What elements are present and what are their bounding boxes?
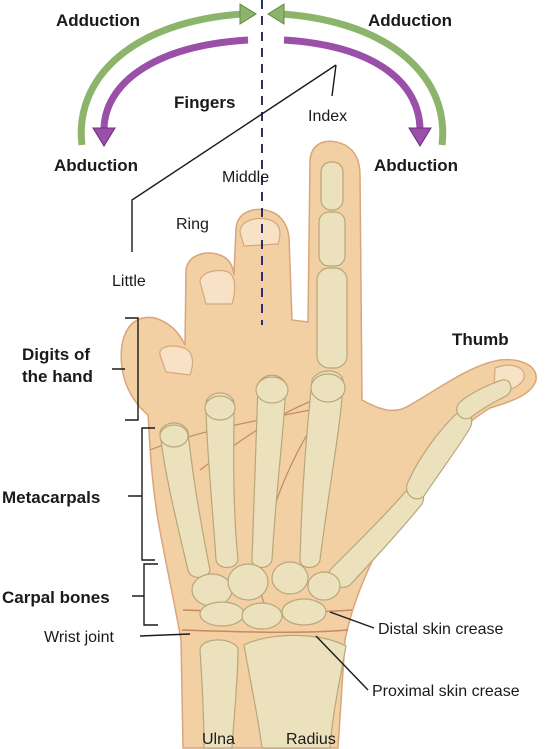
abduction-left-label: Abduction: [54, 156, 138, 175]
carpal-bones-label: Carpal bones: [2, 588, 110, 607]
wrist-joint-leader: [139, 633, 191, 637]
fingers-label: Fingers: [174, 93, 235, 112]
distal-crease-leader: [329, 611, 375, 629]
index-metacarpal: [299, 370, 344, 569]
carpal-bracket: [132, 563, 158, 626]
ring-metacarpal: [205, 392, 239, 569]
digits-label-line-2: the hand: [22, 367, 93, 386]
carpal-trapezium: [307, 571, 341, 601]
abduction-right-arrow: [283, 36, 424, 131]
middle-fingernail: [239, 217, 281, 247]
abduction-left-arrowhead: [92, 127, 116, 147]
carpal-scaphoid: [281, 598, 327, 626]
ring-knuckle: [204, 395, 236, 421]
carpal-triquetrum: [199, 601, 245, 627]
thumb-metacarpal: [328, 488, 425, 588]
index-distal-phalanx: [320, 161, 344, 211]
middle-knuckle: [255, 376, 289, 404]
ring-label: Ring: [176, 216, 209, 233]
ulna-label: Ulna: [202, 731, 235, 748]
little-label: Little: [112, 273, 146, 290]
carpal-hamate: [191, 573, 233, 607]
index-middle-phalanx: [318, 211, 346, 267]
adduction-right-label: Adduction: [368, 11, 452, 30]
fingers-leader: [131, 64, 337, 252]
wrist-joint-label: Wrist joint: [44, 629, 114, 646]
adduction-right-arrow: [281, 10, 447, 146]
middle-label: Middle: [222, 169, 269, 186]
metacarpals-bracket: [128, 427, 155, 561]
radius-bone: [243, 634, 347, 749]
leader-lines: [112, 64, 375, 691]
abduction-right-label: Abduction: [374, 156, 458, 175]
ring-fingernail: [199, 269, 236, 305]
bones: [159, 161, 512, 749]
thumb-proximal-phalanx: [406, 411, 473, 500]
adduction-left-label: Adduction: [56, 11, 140, 30]
carpal-capitate: [227, 563, 269, 601]
abduction-right-arrowhead: [408, 127, 432, 147]
thumb-distal-phalanx: [456, 379, 512, 420]
little-fingernail: [159, 345, 194, 376]
proximal-skin-crease-line: [181, 629, 349, 634]
ulna-bone: [199, 639, 239, 749]
carpal-lunate: [241, 602, 283, 630]
index-knuckle: [310, 373, 346, 403]
adduction-left-arrowhead: [239, 3, 257, 25]
carpal-trapezoid: [271, 561, 309, 595]
movement-arrows: [77, 3, 447, 147]
digits-bracket: [112, 317, 139, 421]
radius-label: Radius: [286, 731, 336, 748]
proximal-crease-label: Proximal skin crease: [372, 683, 520, 700]
proximal-crease-leader: [315, 635, 369, 691]
labels: Adduction Adduction Abduction Abduction …: [2, 11, 520, 748]
adduction-left-arrow: [77, 10, 243, 146]
distal-crease-label: Distal skin crease: [378, 621, 503, 638]
little-metacarpal: [159, 422, 211, 579]
index-label: Index: [308, 108, 347, 125]
index-proximal-phalanx: [316, 267, 348, 369]
abduction-left-arrow: [100, 36, 249, 131]
little-knuckle: [159, 424, 189, 448]
adduction-right-arrowhead: [267, 3, 285, 25]
digits-label-line-1: Digits of: [22, 345, 90, 364]
metacarpals-label: Metacarpals: [2, 488, 100, 507]
thumb-label: Thumb: [452, 330, 509, 349]
